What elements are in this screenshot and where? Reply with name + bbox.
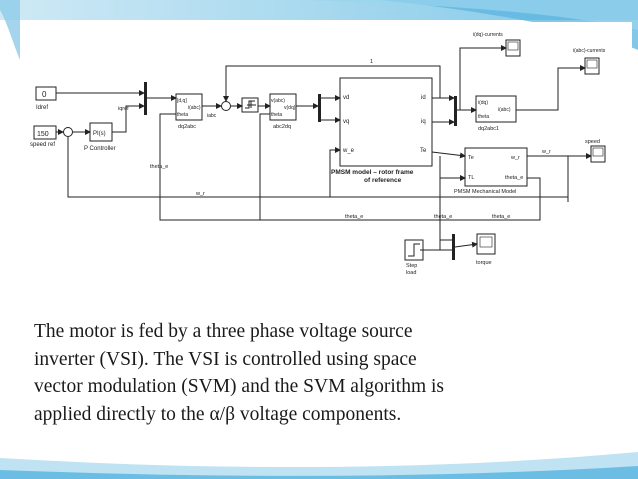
sig-wr-out: w_r — [541, 149, 551, 155]
scope-torque-label: torque — [476, 260, 492, 266]
pmsm-vq-port: vq — [343, 119, 349, 125]
idref-label: Idref — [36, 105, 48, 111]
speed-ref-value: 150 — [37, 131, 49, 138]
pmsm-te-port: Te — [420, 148, 427, 154]
mech-wr-port: w_r — [510, 155, 520, 161]
abc2dq-block[interactable] — [269, 93, 297, 121]
current-sum-junction[interactable] — [221, 101, 231, 111]
scope-speed-label: speed — [585, 139, 600, 145]
sig-theta-e-1: theta_e — [345, 214, 363, 220]
abc2dq-in1: v(abc) — [271, 98, 285, 104]
sig-one: 1 — [370, 59, 373, 65]
dq2abc1-out: i(abc) — [498, 107, 511, 113]
scope-torque-screen — [479, 236, 493, 248]
dq2abc-in2: theta — [177, 112, 188, 118]
pmsm-model-block[interactable] — [339, 77, 433, 167]
diagram-canvas: 0 Idref 150 speed ref PI(s) P Controller… — [30, 32, 606, 276]
speed-ref-label: speed ref — [30, 142, 55, 148]
pmsm-iq-port: iq — [421, 119, 426, 125]
pmsm-mechanical-model-block[interactable] — [464, 147, 528, 187]
dq2abc1-in1: i(dq) — [478, 100, 488, 106]
caption-line-4: applied directly to the α/β voltage comp… — [34, 403, 402, 425]
pmsm-id-port: id — [421, 95, 426, 101]
top-right-wave-light — [300, 0, 638, 30]
mux-torque[interactable] — [452, 234, 455, 260]
sig-theta-e-2: theta_e — [434, 214, 452, 220]
pi-block-text: PI(s) — [93, 131, 106, 137]
idref-constant-value: 0 — [42, 90, 47, 99]
step-label-1: Step — [406, 263, 417, 269]
sig-wr-bottom: w_r — [195, 191, 205, 197]
pmsm-vd-port: vd — [343, 95, 349, 101]
pmsm-we-port: w_e — [342, 148, 355, 154]
mux-1[interactable] — [144, 82, 147, 115]
mech-theta-port: theta_e — [505, 175, 523, 181]
caption-line-1: The motor is fed by a three phase voltag… — [34, 321, 413, 342]
scope-idq-label: i(dq)-currents — [473, 32, 503, 38]
scope-iabc-screen — [586, 59, 598, 69]
dq2abc1-in2: theta — [478, 114, 489, 120]
step-label-2: load — [406, 270, 416, 276]
speed-sum-junction[interactable] — [63, 127, 73, 137]
scope-iabc-label: i(abc)-currents — [573, 48, 606, 54]
iabc-label: iabc — [207, 113, 217, 119]
pmsm-title-2: of reference — [364, 177, 402, 184]
signal-wires — [56, 45, 592, 251]
iqref-label: iqref — [118, 106, 129, 112]
abc2dq-in2: theta — [271, 112, 282, 118]
abc2dq-out: v(dq) — [284, 105, 296, 111]
pmsm-title-1: PMSM model – rotor frame — [331, 169, 414, 176]
mech-model-label: PMSM Mechanical Model — [454, 189, 516, 195]
bottom-wave-dark — [0, 466, 638, 479]
sig-theta-e-3: theta_e — [492, 214, 510, 220]
mech-tl-port: TL — [468, 175, 474, 181]
caption-line-3: vector modulation (SVM) and the SVM algo… — [34, 376, 444, 397]
caption-line-2: inverter (VSI). The VSI is controlled us… — [34, 348, 417, 370]
abc2dq-label: abc2dq — [273, 124, 291, 130]
pi-controller-label: P Controller — [84, 146, 116, 152]
dq2abc-label: dq2abc — [178, 124, 196, 130]
dq2abc-out: i(abc) — [188, 105, 201, 111]
simulink-diagram: 0 Idref 150 speed ref PI(s) P Controller… — [20, 22, 632, 298]
caption-text: The motor is fed by a three phase voltag… — [34, 318, 614, 428]
sig-theta-e-left: theta_e — [150, 164, 168, 170]
scope-speed-screen — [592, 147, 604, 157]
mux-2[interactable] — [454, 96, 457, 126]
bottom-wave — [0, 452, 638, 479]
left-edge-wave — [0, 0, 20, 60]
dq2abc1-label: dq2abc1 — [478, 126, 499, 132]
hysteresis-symbol — [245, 100, 256, 109]
dq2abc-in1: [d,q] — [177, 98, 187, 104]
scope-idq-screen — [507, 41, 519, 51]
mech-te-port: Te — [468, 155, 474, 161]
dq2abc1-block[interactable] — [475, 95, 517, 123]
dq2abc-block[interactable] — [175, 93, 203, 121]
demux-1[interactable] — [318, 94, 321, 122]
step-symbol — [408, 243, 420, 257]
